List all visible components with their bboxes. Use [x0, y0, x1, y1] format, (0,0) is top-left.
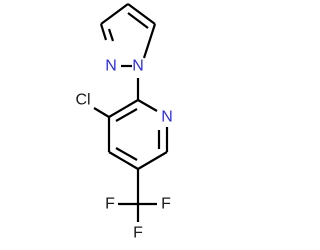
bond-c3-c2-inner	[115, 108, 138, 122]
bond-c3-c2	[108, 99, 139, 118]
pyrazole-ring	[99, 3, 157, 68]
fluorine-left-label: F	[105, 196, 115, 213]
pyridine-n-label: N	[161, 109, 173, 126]
bond-c3-cl	[93, 107, 110, 118]
pyridine-ring	[107, 99, 169, 170]
bond-c6-c5	[137, 151, 168, 170]
fluorine-right-label: F	[161, 196, 171, 213]
pyrazole-n1-label: N	[132, 58, 144, 75]
bond-c5-c4	[108, 151, 139, 170]
pyrazole-n2-label: N	[105, 58, 117, 75]
bond-c5-c4-inner	[127, 12, 149, 29]
chlorine-label: Cl	[75, 92, 90, 109]
bond-c5-c4-inner	[115, 147, 138, 161]
bond-c2-n	[137, 99, 158, 112]
trifluoromethyl-group	[118, 169, 157, 222]
bond-n1-c5	[142, 23, 157, 59]
bond-c4-c3	[100, 3, 129, 25]
fluorine-bottom-label: F	[133, 225, 143, 242]
bond-c3-n2-inner	[107, 28, 115, 42]
chemical-structure-diagram: N N N Cl F F F	[75, 3, 173, 242]
bond-c3-n2	[99, 23, 108, 41]
bond-c5-c4	[127, 3, 156, 25]
